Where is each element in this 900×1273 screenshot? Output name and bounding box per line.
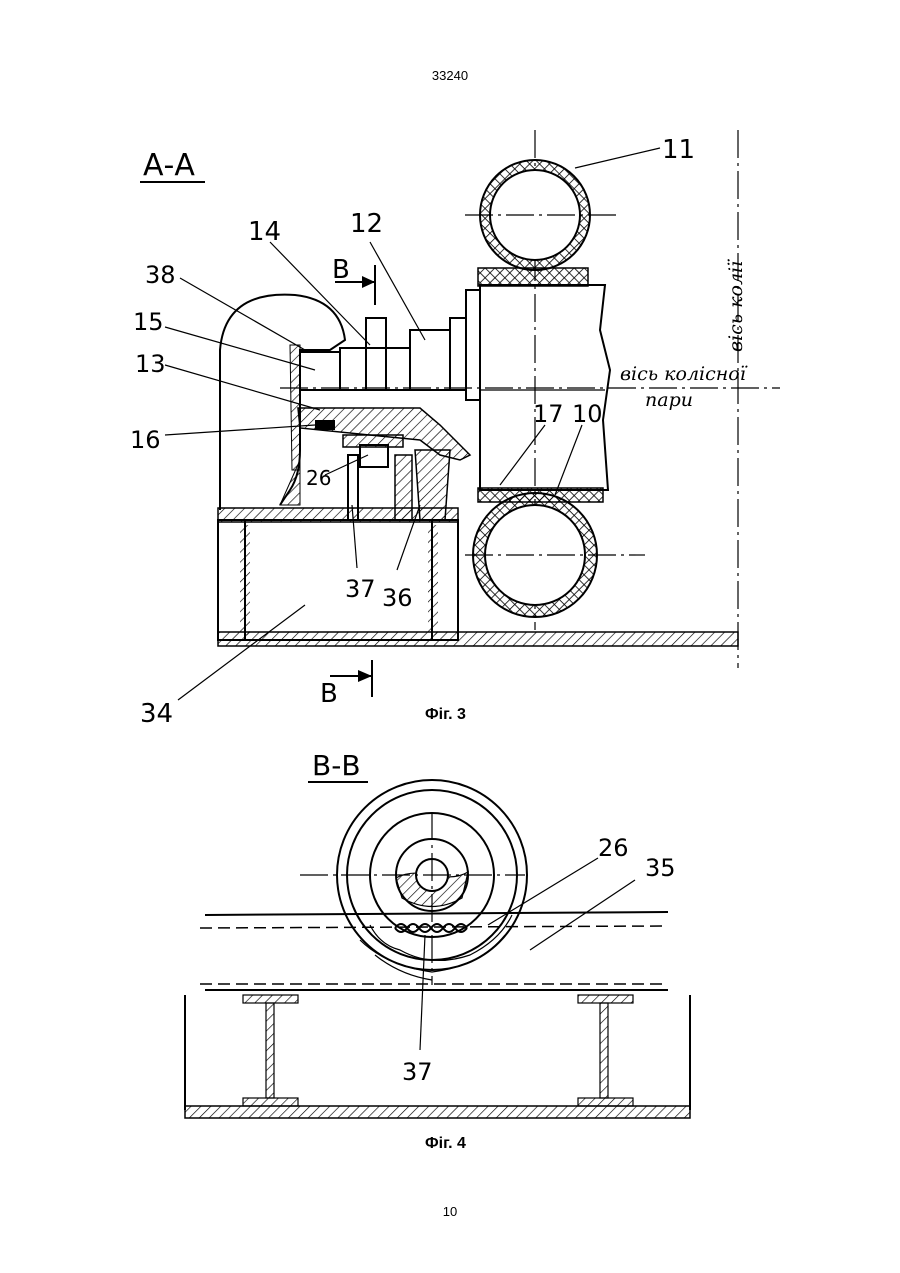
callout-11: 11 [662, 135, 695, 165]
wheel-concentric-view [300, 780, 527, 985]
callout-13: 13 [135, 350, 166, 378]
callout-14: 14 [248, 217, 281, 247]
section-b-b-label: В-В [308, 749, 368, 782]
cut-marker-bottom: В [320, 660, 372, 709]
cut-label-bottom: В [320, 679, 338, 709]
axle-box-housing [478, 268, 610, 502]
cut-label-top: В [332, 255, 350, 285]
callout-37-fig4: 37 [402, 1058, 433, 1086]
rail-beam-35 [200, 912, 668, 990]
callout-16: 16 [130, 426, 161, 454]
section-a-a-text: А-А [143, 148, 195, 183]
figure-3-caption: Фіг. 3 [425, 706, 466, 724]
callout-26: 26 [306, 466, 331, 490]
figure-4-caption: Фіг. 4 [425, 1135, 466, 1153]
i-beam-frame [185, 995, 690, 1118]
callout-10: 10 [572, 400, 603, 428]
wheelset-axis-label-line2: пари [645, 389, 693, 411]
section-a-a-label: А-А [140, 148, 205, 183]
callout-34: 34 [140, 699, 173, 729]
callout-17: 17 [533, 400, 564, 428]
callout-35: 35 [645, 854, 676, 882]
callout-26-fig4: 26 [598, 834, 629, 862]
callout-12: 12 [350, 209, 383, 239]
callout-15: 15 [133, 308, 164, 336]
lower-wheel-tire [465, 493, 645, 617]
track-axis-label: вісь колії [725, 259, 747, 352]
section-b-b-text: В-В [312, 749, 361, 782]
callout-38: 38 [145, 261, 176, 289]
wheelset-axis-label-line1: вісь колісної [620, 363, 748, 385]
callout-36: 36 [382, 584, 413, 612]
cut-marker-top: В [332, 255, 375, 305]
page-number-bottom: 10 [0, 1204, 900, 1219]
callout-37: 37 [345, 575, 376, 603]
upper-wheel-tire [465, 160, 620, 270]
